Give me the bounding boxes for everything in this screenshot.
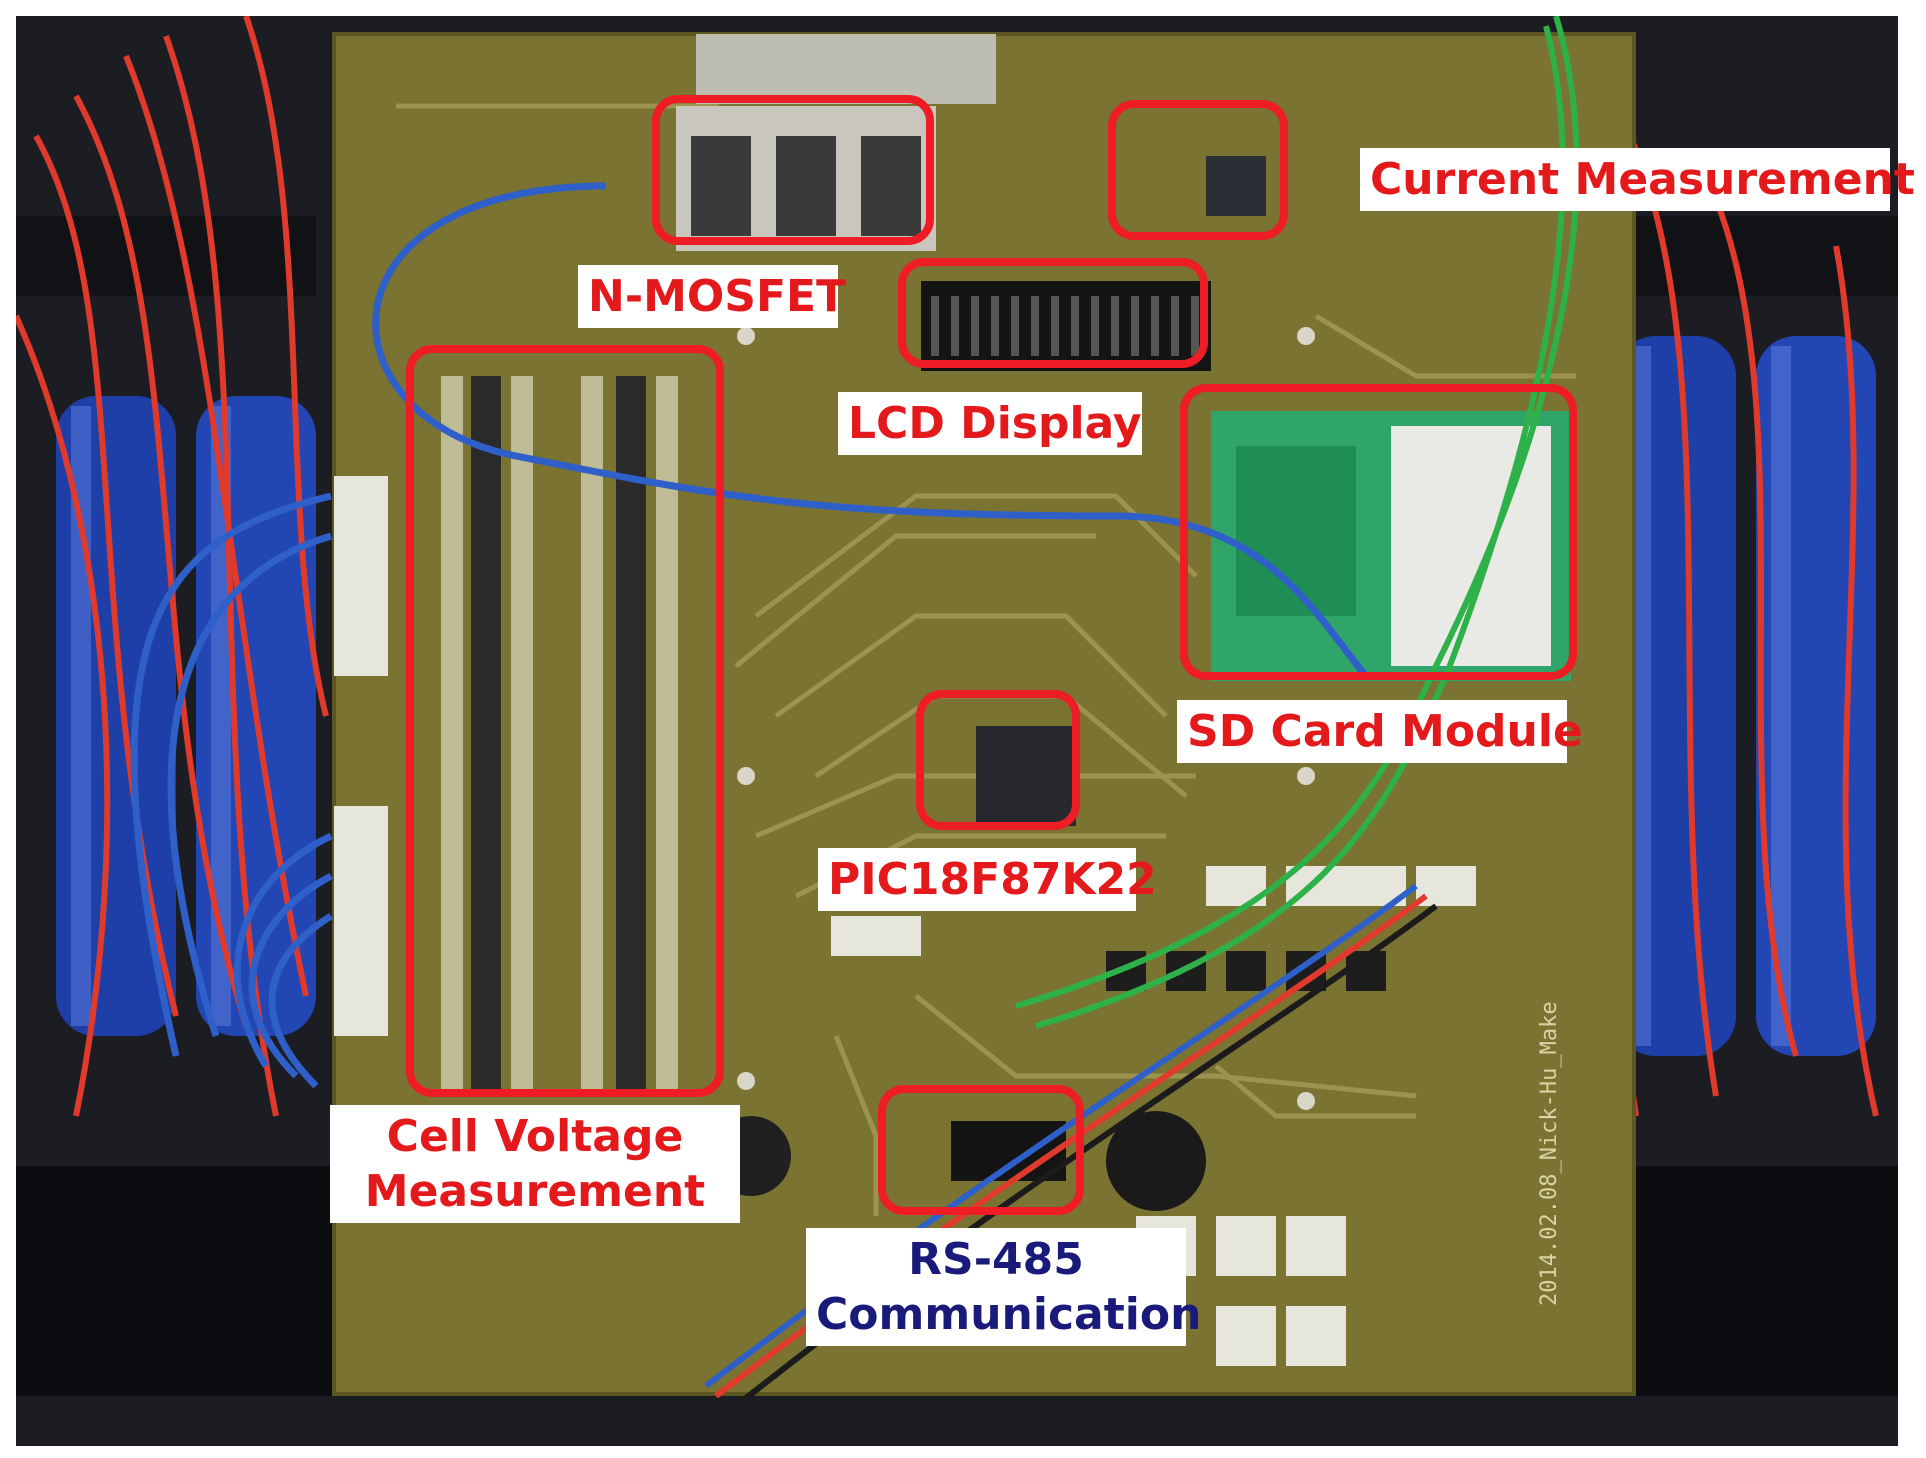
pcb-photo: 2014.02.08_Nick-Hu_Make (16, 16, 1898, 1446)
highlight-n-mosfet (652, 95, 934, 245)
highlight-lcd-display (898, 258, 1208, 368)
board-silkscreen: 2014.02.08_Nick-Hu_Make (1537, 1001, 1562, 1306)
pcb-illustration: 2014.02.08_Nick-Hu_Make (16, 16, 1898, 1446)
highlight-pic (916, 690, 1080, 830)
highlight-cell-voltage (406, 345, 724, 1097)
label-cell-voltage-line1: Cell Voltage (386, 1111, 684, 1162)
highlight-sd-card (1180, 384, 1577, 680)
label-rs485-line2: Communication (816, 1289, 1202, 1340)
blue-wires (130, 182, 1369, 1089)
label-n-mosfet: N-MOSFET (578, 265, 846, 328)
label-cell-voltage-line2: Measurement (364, 1166, 706, 1217)
label-sd-card-module: SD Card Module (1177, 700, 1583, 763)
label-rs485-communication: RS-485 Communication (806, 1228, 1202, 1346)
label-pic18f87k22: PIC18F87K22 (818, 848, 1157, 911)
label-cell-voltage-measurement: Cell Voltage Measurement (330, 1105, 740, 1223)
label-lcd-display: LCD Display (838, 392, 1142, 455)
highlight-rs485 (878, 1085, 1084, 1215)
label-current-measurement: Current Measurement (1360, 148, 1915, 211)
label-rs485-line1: RS-485 (908, 1234, 1084, 1285)
highlight-current-measurement (1108, 100, 1288, 240)
